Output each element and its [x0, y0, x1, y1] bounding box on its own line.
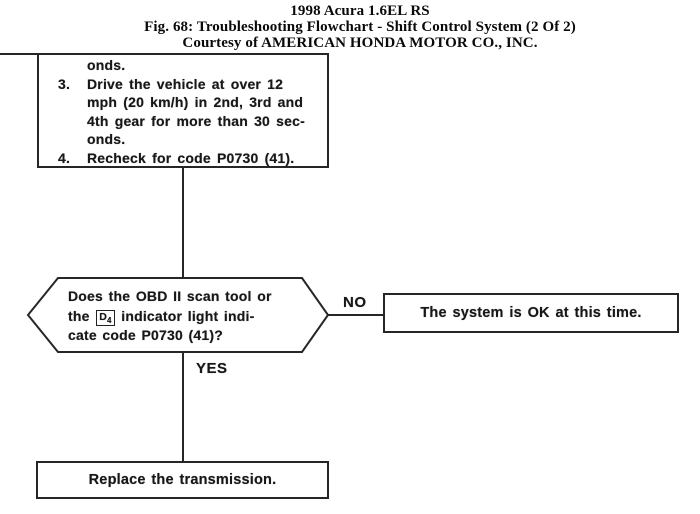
step-number: [58, 56, 87, 75]
step-text: 4th gear for more than 30 sec-: [87, 112, 305, 129]
step-number: [58, 130, 87, 149]
ok-box-text: The system is OK at this time.: [420, 305, 642, 321]
header: 1998 Acura 1.6EL RS Fig. 68: Troubleshoo…: [20, 3, 700, 51]
step-number: [58, 93, 87, 112]
step-line: 4. Recheck for code P0730 (41).: [58, 149, 324, 168]
action-box-text: Replace the transmission.: [88, 472, 277, 488]
step-box-outline: [37, 53, 329, 168]
step-text: Recheck for code P0730 (41).: [87, 149, 295, 166]
step-text: onds.: [87, 57, 126, 73]
step-text: mph (20 km/h) in 2nd, 3rd and: [87, 94, 304, 110]
decision-hexagon: [26, 277, 330, 353]
step-line: mph (20 km/h) in 2nd, 3rd and: [58, 93, 324, 112]
decision-text: Does the OBD II scan tool or the D4 indi…: [68, 287, 313, 346]
decision-line: Does the OBD II scan tool or: [68, 288, 272, 304]
ok-box-outline: [383, 293, 679, 333]
step-line: onds.: [58, 130, 324, 149]
step-line: 3. Drive the vehicle at over 12: [58, 75, 324, 94]
decision-line: the D4 indicator light indi-: [68, 307, 255, 326]
step-number: 3.: [58, 75, 71, 92]
page-title: 1998 Acura 1.6EL RS: [290, 3, 430, 19]
step-box-text: onds. 3. Drive the vehicle at over 12 mp…: [58, 56, 324, 167]
figure-caption: Fig. 68: Troubleshooting Flowchart - Shi…: [144, 19, 576, 35]
step-number: [58, 112, 87, 131]
courtesy-line: Courtesy of AMERICAN HONDA MOTOR CO., IN…: [182, 35, 538, 51]
yes-branch-label: YES: [196, 360, 228, 377]
action-box-outline: [36, 461, 329, 499]
step-line: 4th gear for more than 30 sec-: [58, 112, 324, 131]
step-text: onds.: [87, 131, 126, 147]
no-branch-label: NO: [343, 294, 367, 311]
d4-indicator-symbol: D4: [96, 309, 115, 326]
decision-line: cate code P0730 (41)?: [68, 327, 223, 343]
step-text: Drive the vehicle at over 12: [87, 75, 284, 92]
step-line: onds.: [58, 56, 324, 75]
step-number: 4.: [58, 149, 71, 166]
